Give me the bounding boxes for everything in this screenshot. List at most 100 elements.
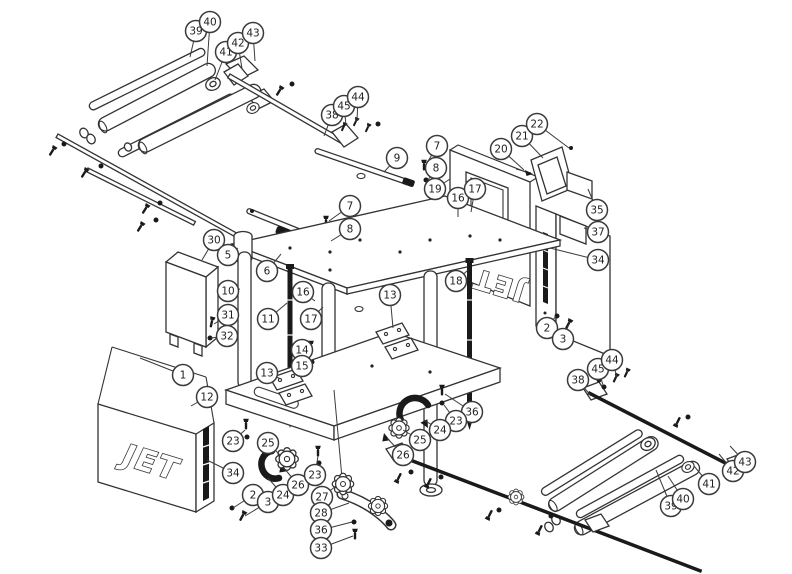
svg-text:35: 35 (590, 205, 603, 217)
roller-tube (88, 47, 206, 111)
callout-6: 6 (255, 253, 282, 283)
callout-21: 21 (510, 124, 544, 159)
callout-31: 31 (213, 303, 240, 327)
callout-30: 30 (201, 228, 226, 261)
tabletop (229, 195, 563, 295)
callout-9: 9 (383, 146, 409, 173)
callout-25: 25 (402, 428, 432, 452)
svg-text:20: 20 (494, 144, 507, 156)
callout-11: 11 (256, 302, 288, 331)
svg-text:22: 22 (530, 119, 543, 131)
svg-text:38: 38 (571, 375, 584, 387)
plate-35 (566, 171, 593, 200)
svg-text:18: 18 (449, 276, 462, 288)
u-clamp (396, 394, 432, 426)
svg-text:33: 33 (314, 543, 327, 555)
callout-24: 24 (423, 418, 452, 442)
callout-41: 41 (693, 465, 721, 496)
svg-text:23: 23 (308, 470, 321, 482)
svg-text:34: 34 (591, 255, 605, 267)
svg-text:15: 15 (295, 361, 308, 373)
svg-text:25: 25 (261, 438, 274, 450)
svg-text:45: 45 (337, 101, 350, 113)
callout-10: 10 (216, 279, 241, 303)
svg-text:16: 16 (296, 287, 310, 299)
callout-5: 5 (216, 243, 240, 267)
star-knob (331, 472, 355, 496)
callout-22: 22 (525, 112, 570, 149)
svg-text:24: 24 (276, 490, 290, 502)
star-knob (367, 495, 389, 517)
callout-44: 44 (346, 85, 370, 122)
shelf-slot (253, 386, 299, 409)
callout-1: 1 (139, 357, 195, 387)
callout-35: 35 (585, 188, 609, 222)
callout-32: 32 (210, 324, 239, 348)
svg-text:17: 17 (304, 314, 317, 326)
svg-text:43: 43 (246, 28, 259, 40)
svg-text:14: 14 (295, 345, 309, 357)
callout-44: 44 (600, 348, 624, 378)
svg-text:37: 37 (591, 227, 604, 239)
bracket-30 (164, 251, 220, 357)
svg-text:17: 17 (468, 184, 481, 196)
callout-19: 19 (423, 177, 451, 201)
svg-text:6: 6 (264, 266, 271, 278)
callout-12: 12 (190, 385, 219, 409)
svg-text:21: 21 (515, 131, 528, 143)
svg-text:7: 7 (434, 141, 441, 153)
tabletop-holes (288, 234, 502, 272)
svg-text:40: 40 (676, 494, 689, 506)
callout-26: 26 (386, 437, 415, 467)
clamp-hardware-center (315, 389, 397, 540)
svg-text:28: 28 (314, 508, 327, 520)
roller-assembly-bottom-right (534, 367, 752, 537)
roller-tube (137, 83, 262, 153)
svg-text:30: 30 (207, 235, 220, 247)
roller-assembly-top-left (47, 47, 276, 243)
callout-40: 40 (667, 475, 695, 511)
svg-text:41: 41 (702, 479, 715, 491)
callout-16: 16 (446, 186, 470, 217)
svg-text:12: 12 (200, 392, 213, 404)
callout-7: 7 (425, 134, 449, 164)
star-knob (507, 488, 525, 506)
svg-text:8: 8 (433, 163, 440, 175)
callout-23: 23 (221, 429, 246, 453)
svg-text:23: 23 (226, 436, 239, 448)
callout-36: 36 (444, 393, 484, 424)
svg-text:31: 31 (221, 310, 234, 322)
svg-text:36: 36 (314, 525, 328, 537)
callout-40: 40 (198, 10, 222, 67)
svg-text:1: 1 (180, 370, 187, 382)
stretcher-bar (392, 452, 703, 573)
callout-33: 33 (309, 535, 354, 560)
callout-27: 27 (310, 485, 337, 509)
callout-43: 43 (241, 21, 265, 62)
svg-text:34: 34 (226, 468, 240, 480)
svg-text:19: 19 (428, 184, 441, 196)
clamp-hardware-right (379, 384, 445, 445)
svg-text:26: 26 (396, 450, 410, 462)
callout-18: 18 (444, 269, 469, 293)
callout-2: 2 (535, 315, 559, 340)
star-knob (388, 417, 410, 439)
star-knob (275, 447, 299, 471)
svg-text:40: 40 (203, 17, 216, 29)
svg-text:16: 16 (451, 193, 465, 205)
svg-text:32: 32 (220, 331, 233, 343)
svg-text:13: 13 (260, 368, 273, 380)
mounting-rail (587, 391, 739, 471)
svg-text:43: 43 (738, 457, 751, 469)
svg-text:10: 10 (221, 286, 234, 298)
svg-text:2: 2 (544, 323, 551, 335)
svg-text:8: 8 (347, 224, 354, 236)
svg-text:11: 11 (261, 314, 274, 326)
svg-text:13: 13 (383, 290, 396, 302)
callout-34: 34 (206, 459, 245, 485)
callout-43: 43 (729, 445, 757, 474)
callout-16: 16 (291, 280, 316, 304)
callout-25: 25 (256, 431, 281, 456)
